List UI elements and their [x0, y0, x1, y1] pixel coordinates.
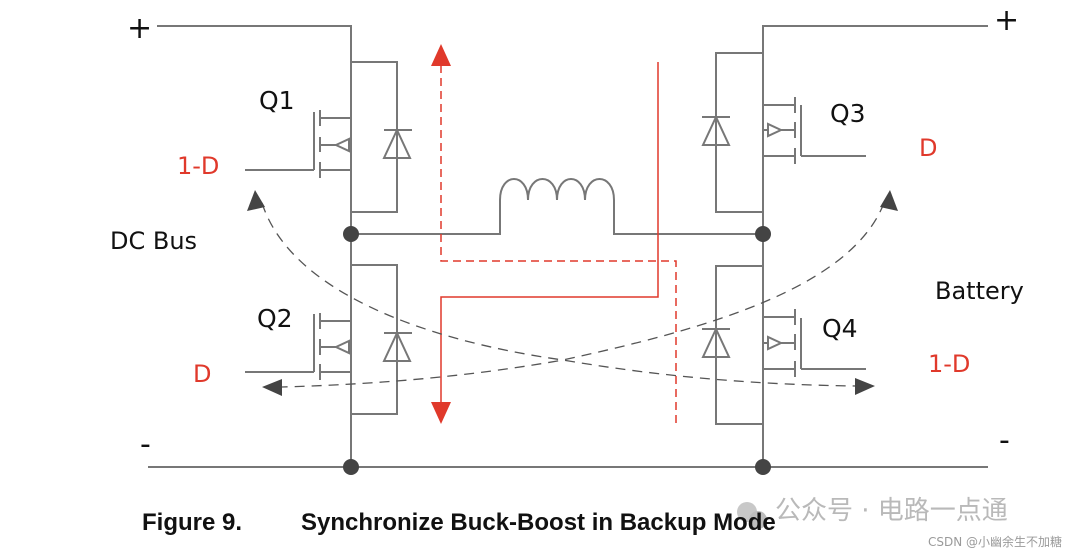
right-negative-sign: - [999, 423, 1010, 458]
switch-node-left [351, 200, 501, 235]
junction-dots [343, 226, 771, 475]
flow-arrowheads [247, 190, 898, 396]
junction-dot [343, 459, 359, 475]
q1-duty-label: 1-D [177, 152, 220, 180]
right-positive-rail [762, 25, 988, 235]
figure-title: Synchronize Buck-Boost in Backup Mode [301, 509, 776, 536]
q3-mosfet [701, 52, 866, 213]
watermark-source: CSDN @小幽余生不加糖 [928, 535, 1063, 549]
flow-arrows [261, 202, 885, 388]
figure-number: Figure 9. [142, 509, 243, 536]
arrow-right-icon [855, 378, 875, 395]
q1-label: Q1 [259, 86, 295, 115]
current-paths [431, 44, 677, 424]
watermark-account: 公众号 · 电路一点通 [775, 496, 1008, 526]
left-negative-sign: - [140, 427, 151, 462]
left-positive-rail [157, 25, 352, 235]
switch-node-right [613, 200, 763, 235]
q4-mosfet [701, 265, 866, 425]
dc-bus-label: DC Bus [110, 227, 198, 255]
q1-mosfet [245, 61, 412, 213]
flow-curve-q3-to-q2 [281, 202, 885, 388]
red-up-arrow-icon [431, 44, 451, 66]
q3-duty-label: D [919, 134, 938, 162]
arrow-up-right-icon [880, 190, 898, 211]
red-solid-path [440, 62, 659, 403]
q3-label: Q3 [830, 99, 866, 128]
inductor [499, 178, 615, 201]
q4-label: Q4 [822, 314, 858, 343]
q2-duty-label: D [193, 360, 212, 388]
wires [148, 25, 988, 468]
flow-curve-q1-to-q4 [261, 202, 857, 387]
arrow-left-icon [262, 379, 282, 396]
battery-label: Battery [935, 277, 1024, 305]
junction-dot [343, 226, 359, 242]
left-positive-sign: + [127, 11, 153, 46]
junction-dot [755, 459, 771, 475]
q2-label: Q2 [257, 304, 293, 333]
q2-mosfet [245, 264, 412, 415]
red-down-arrow-icon [431, 402, 451, 424]
red-dashed-path [440, 62, 677, 423]
arrow-up-left-icon [247, 190, 265, 211]
right-positive-sign: + [994, 3, 1020, 38]
q4-duty-label: 1-D [928, 350, 971, 378]
junction-dot [755, 226, 771, 242]
